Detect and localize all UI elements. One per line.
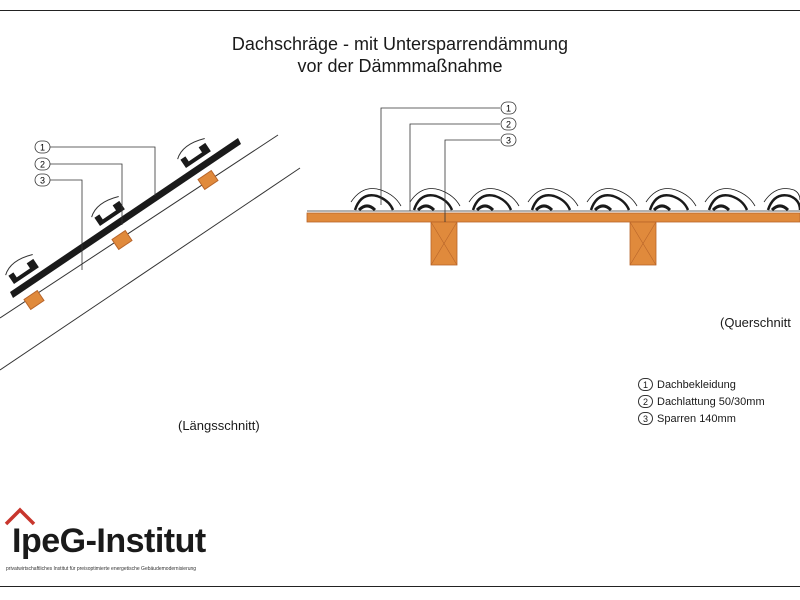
title-line-1: Dachschräge - mit Untersparrendämmung — [231, 34, 569, 54]
legend-label: Dachlattung 50/30mm — [657, 395, 765, 408]
logo-letter: I — [12, 522, 21, 560]
callout-1-right: 1 — [500, 101, 517, 115]
legend-item: 3 Sparren 140mm — [638, 410, 765, 427]
svg-text:1: 1 — [40, 143, 45, 153]
leader-line-2 — [50, 163, 123, 225]
callout-2-right: 2 — [500, 117, 517, 131]
roof-tiles — [350, 188, 800, 212]
leader-line-2-right — [409, 123, 500, 211]
tile-hook — [5, 254, 39, 284]
rafter-top-line — [0, 134, 279, 319]
legend: 1 Dachbekleidung 2 Dachlattung 50/30mm 3… — [638, 376, 765, 427]
top-border — [0, 10, 800, 11]
legend-item: 2 Dachlattung 50/30mm — [638, 393, 765, 410]
callout-1-left: 1 — [34, 140, 51, 154]
roof-covering-slab — [10, 138, 241, 298]
logo-wordmark: IpeG-Institut — [12, 522, 206, 561]
legend-number: 1 — [638, 378, 653, 391]
cross-section: 1 2 3 — [306, 101, 800, 266]
batten — [23, 289, 45, 311]
legend-label: Sparren 140mm — [657, 412, 736, 425]
svg-text:2: 2 — [506, 120, 511, 130]
tile-hook — [177, 138, 211, 168]
logo-tagline: privatwirtschaftliches Institut für prei… — [6, 566, 197, 572]
callout-2-left: 2 — [34, 157, 51, 171]
bottom-border — [0, 586, 800, 587]
svg-text:3: 3 — [40, 176, 45, 186]
svg-text:2: 2 — [40, 160, 45, 170]
rafter-bottom-line — [0, 167, 301, 371]
leader-line-3-right — [444, 139, 500, 222]
longitudinal-section: 1 2 3 — [0, 134, 301, 371]
batten — [197, 169, 219, 191]
leader-line-1 — [50, 146, 156, 196]
svg-text:1: 1 — [506, 104, 511, 114]
roof-logo-icon — [4, 507, 36, 526]
callout-3-left: 3 — [34, 173, 51, 187]
tile-hook — [91, 196, 125, 226]
legend-number: 2 — [638, 395, 653, 408]
leader-line-3 — [50, 179, 83, 270]
caption-longitudinal: (Längsschnitt) — [178, 418, 260, 433]
batten — [111, 229, 133, 251]
leader-line-1-right — [380, 107, 500, 205]
legend-number: 3 — [638, 412, 653, 425]
callout-3-right: 3 — [500, 133, 517, 147]
title-line-2: vor der Dämmmaßnahme — [297, 56, 503, 76]
caption-cross: (Querschnitt — [720, 315, 791, 330]
legend-label: Dachbekleidung — [657, 378, 736, 391]
svg-text:3: 3 — [506, 136, 511, 146]
legend-item: 1 Dachbekleidung — [638, 376, 765, 393]
batten-strip — [306, 212, 800, 223]
logo-name: peG-Institut — [20, 522, 206, 560]
